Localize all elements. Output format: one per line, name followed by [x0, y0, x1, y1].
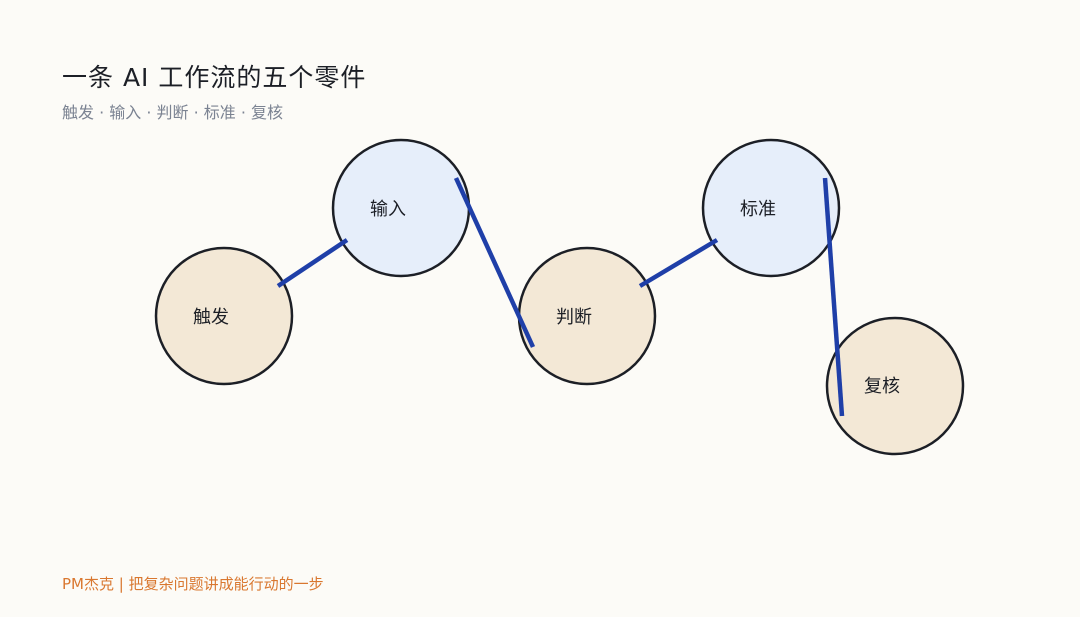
connector-judge-standard [638, 238, 719, 288]
node-trigger-circle [154, 246, 294, 386]
page-title: 一条 AI 工作流的五个零件 [62, 63, 367, 92]
node-trigger-label: 触发 [193, 307, 229, 328]
page-subtitle: 触发 · 输入 · 判断 · 标准 · 复核 [62, 103, 284, 122]
node-input: 输入 [331, 138, 471, 278]
node-judge-label: 判断 [556, 307, 592, 328]
connector-standard-review [822, 177, 845, 417]
node-trigger: 触发 [154, 246, 294, 386]
connector-trigger-input [276, 238, 349, 288]
footer-tagline: PM杰克 | 把复杂问题讲成能行动的一步 [62, 575, 324, 593]
node-review: 复核 [825, 316, 965, 456]
node-input-label: 输入 [370, 199, 406, 220]
node-standard-label: 标准 [740, 199, 776, 220]
node-standard-circle [701, 138, 841, 278]
connector-input-judge [453, 177, 536, 348]
node-standard: 标准 [701, 138, 841, 278]
node-review-label: 复核 [864, 376, 900, 397]
node-judge: 判断 [517, 246, 657, 386]
node-review-circle [825, 316, 965, 456]
